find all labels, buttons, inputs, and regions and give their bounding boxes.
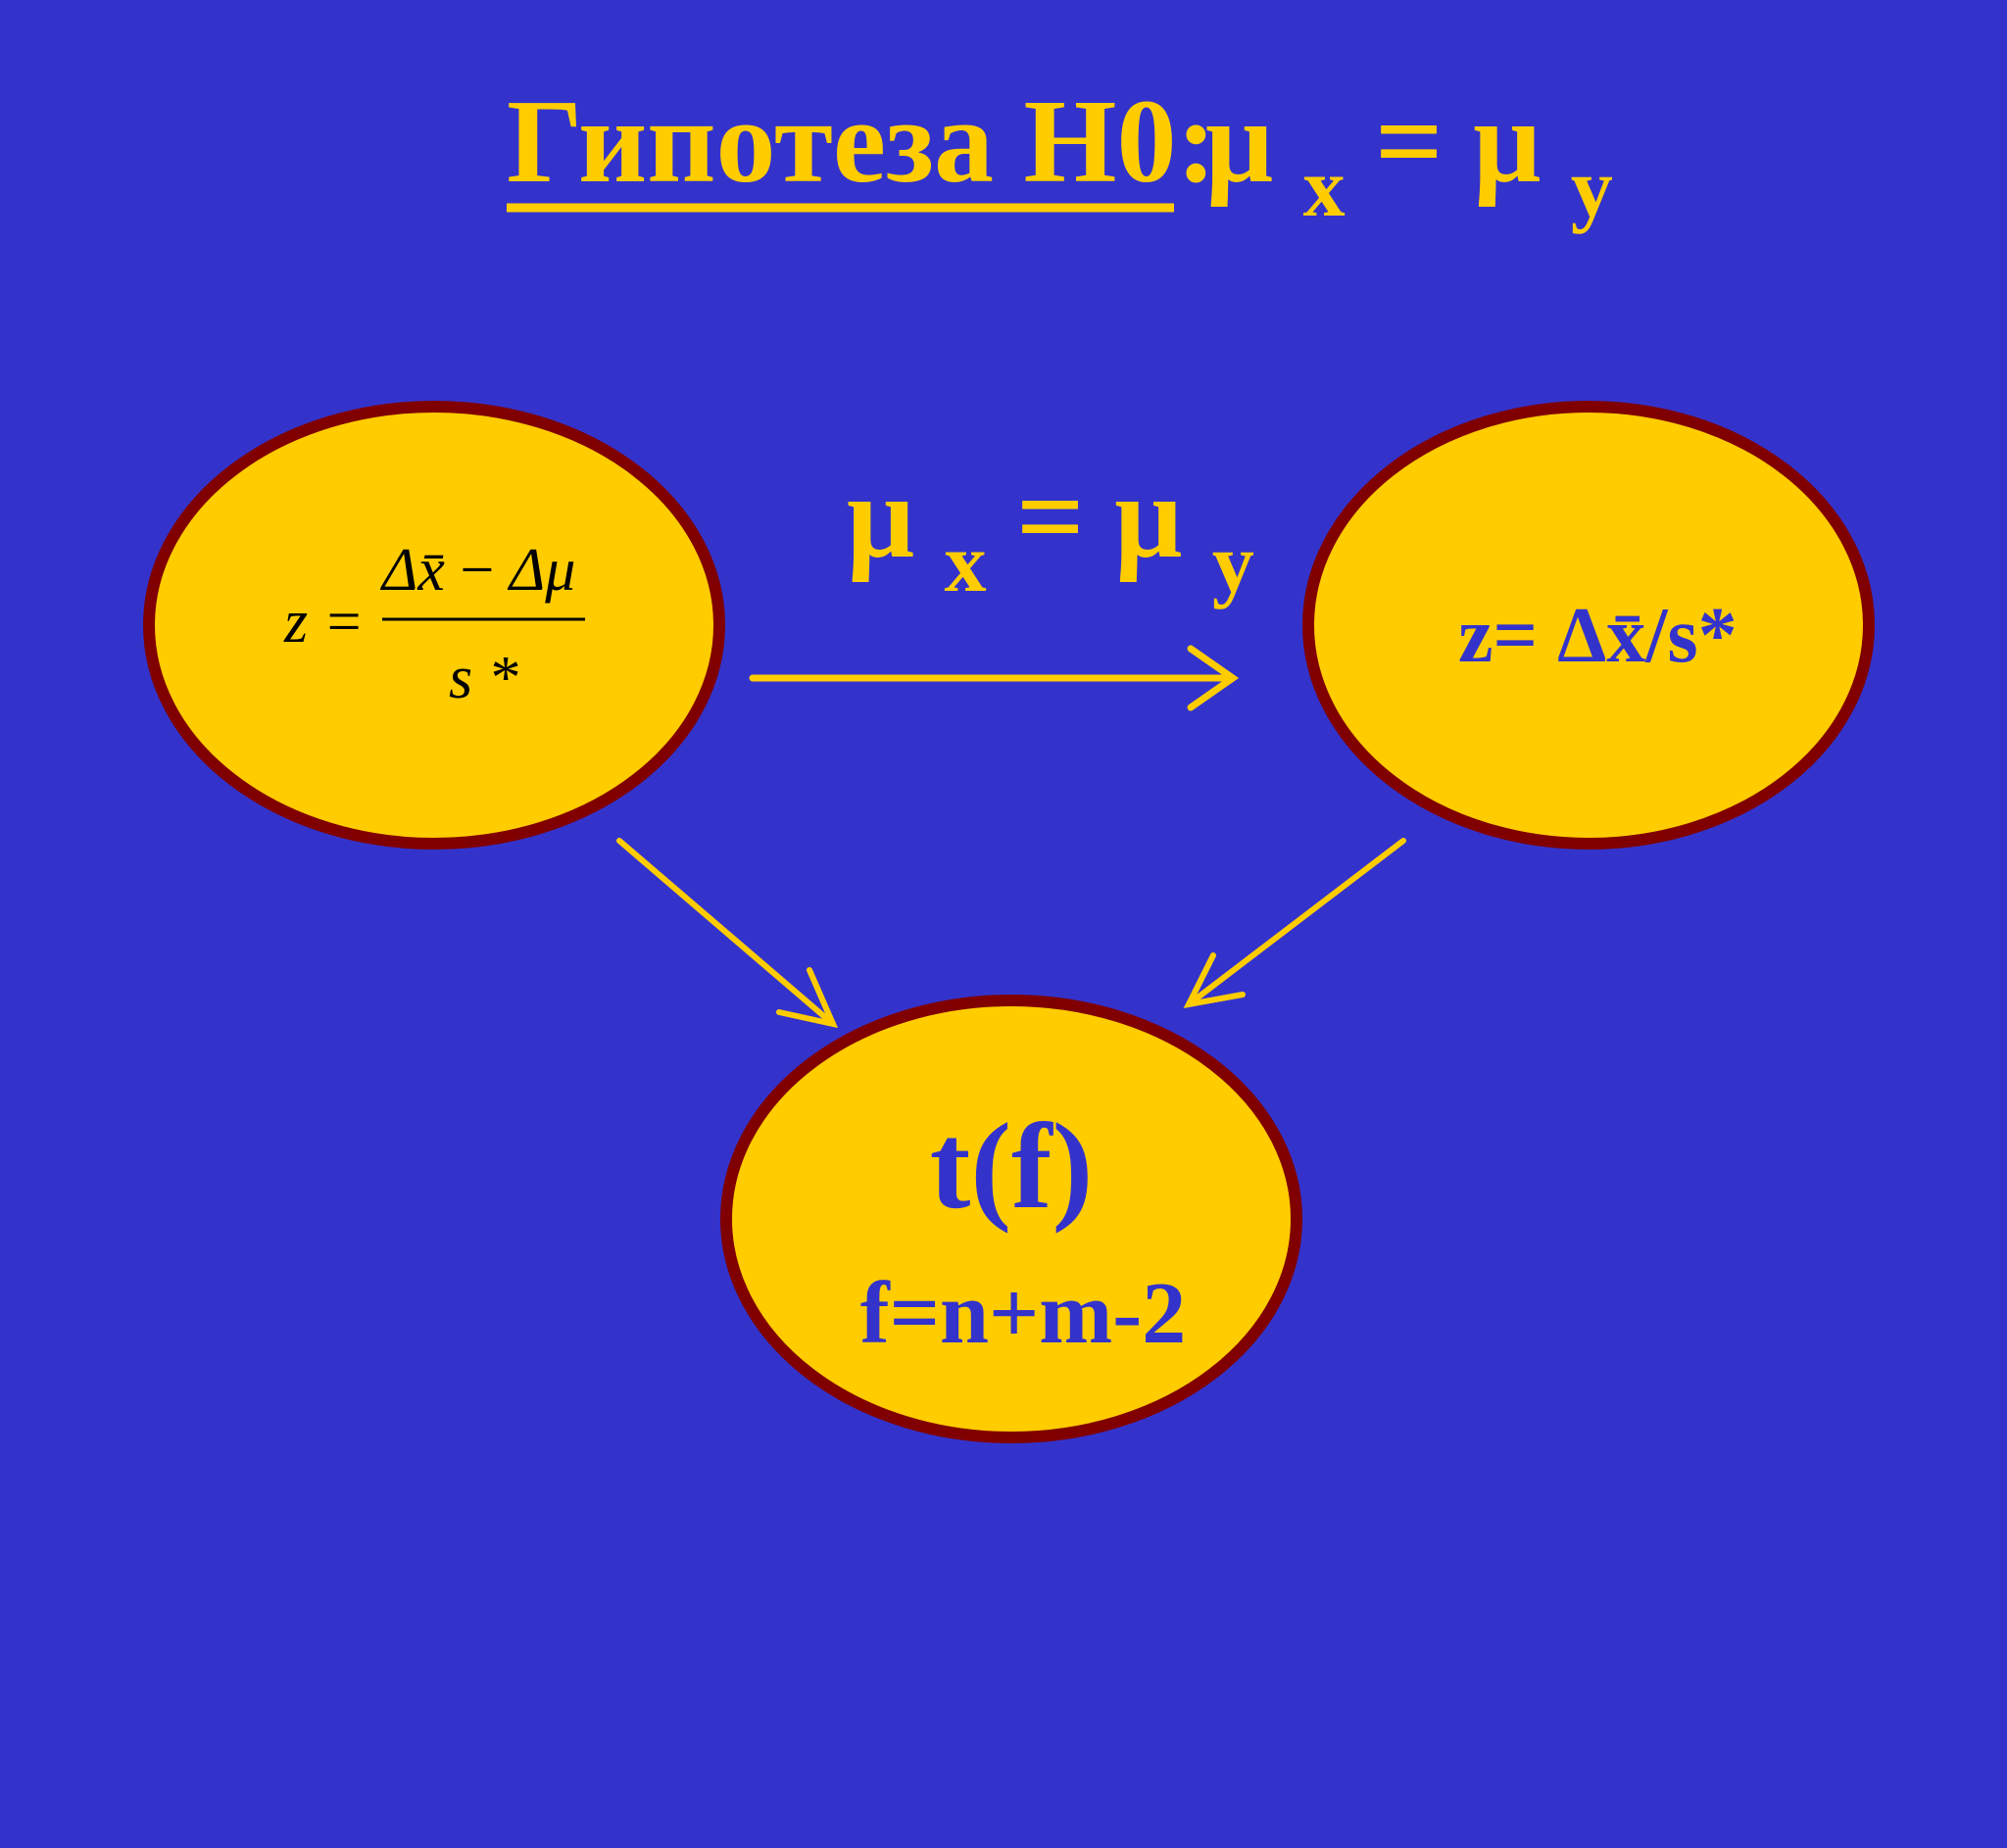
edge-label-subscript-x: x [945, 515, 987, 609]
arrow-left-to-right [749, 645, 1240, 711]
title-subscript-y: y [1571, 140, 1613, 234]
node-z-simplified-ellipse [1302, 401, 1875, 850]
edge-label-mu-2: μ [1114, 451, 1182, 583]
title-mu-symbol: μ [1205, 75, 1273, 208]
node-t-distribution-ellipse [720, 995, 1302, 1443]
title-mu-symbol-2: μ [1473, 75, 1541, 208]
edge-label-subscript-y: y [1212, 515, 1254, 609]
title-equals: = [1375, 75, 1473, 208]
node-z-simplified-formula: z= Δx̄/s* [1458, 593, 1738, 679]
title-subscript-x: x [1303, 140, 1346, 234]
node-z-general-lhs: z = [283, 589, 364, 656]
node-z-simplified: z= Δx̄/s* [1302, 401, 1875, 850]
node-z-general-denominator: s * [449, 645, 518, 711]
node-t-distribution-label: t(f) [930, 1099, 1094, 1235]
arrow-left-to-bottom [616, 838, 839, 1029]
node-t-distribution: t(f) f=n+m-2 [720, 995, 1302, 1443]
edge-label: μ x = μ y [847, 451, 1254, 617]
numerator-minus: − [460, 537, 494, 604]
edge-label-equals: = [1016, 451, 1114, 583]
title-hypothesis-text: Гипотеза Н0: [507, 75, 1216, 208]
svg-text:μ x =: μ x = μ y [1205, 75, 1613, 242]
node-degrees-of-freedom: f=n+m-2 [860, 1265, 1187, 1362]
edge-label-mu: μ [847, 451, 914, 583]
node-z-general: z = Δx̄ − Δμ s * [143, 401, 725, 850]
slide-title: Гипотеза Н0: μ x = μ y [507, 75, 1613, 242]
node-z-general-numerator: Δx̄ − Δμ [379, 537, 575, 604]
node-z-general-ellipse [143, 401, 725, 850]
svg-text:Гипотеза Н0:: Гипотеза Н0: [507, 75, 1216, 208]
numerator-delta-mu: Δμ [507, 537, 576, 604]
numerator-delta-xbar: Δx̄ [379, 537, 445, 604]
arrow-right-to-bottom [1183, 838, 1406, 1009]
